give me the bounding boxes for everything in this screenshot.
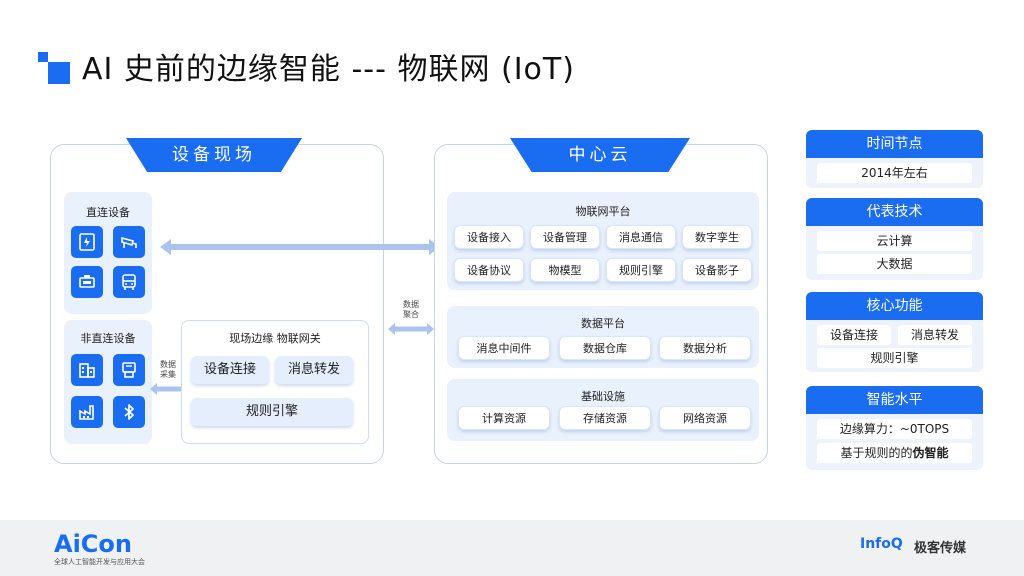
collect-note-line2: 采集: [160, 370, 176, 379]
field-tab: 设备现场: [126, 138, 302, 172]
iot-item-device-shadow[interactable]: 设备影子: [682, 258, 752, 282]
tech-card-item-bigdata: 大数据: [817, 254, 972, 274]
iot-platform-label: 物联网平台: [575, 205, 631, 218]
infra-item-network[interactable]: 网络资源: [659, 406, 751, 430]
core-card-item-rules: 规则引擎: [817, 348, 972, 368]
geek-media-logo: 极客传媒: [914, 541, 967, 556]
level-card-item-compute: 边缘算力：~0TOPS: [817, 419, 972, 439]
tech-card-item-cloud: 云计算: [817, 231, 972, 251]
gateway-rules-button[interactable]: 规则引擎: [191, 398, 353, 426]
bus-icon: [113, 266, 145, 298]
data-item-data-warehouse[interactable]: 数据仓库: [559, 336, 651, 360]
iot-item-digital-twin[interactable]: 数字孪生: [682, 225, 752, 249]
iot-item-messaging[interactable]: 消息通信: [606, 225, 676, 249]
infoq-logo: InfoQ: [860, 536, 903, 552]
iot-item-device-access[interactable]: 设备接入: [454, 225, 524, 249]
device-cloud-arrow: [160, 239, 440, 255]
data-item-data-analysis[interactable]: 数据分析: [659, 336, 751, 360]
core-card-head: 核心功能: [806, 292, 983, 320]
kiosk-icon: [113, 354, 145, 386]
infra-item-compute[interactable]: 计算资源: [458, 406, 550, 430]
charging-station-icon: [71, 226, 103, 258]
time-card-head: 时间节点: [806, 130, 983, 158]
core-card: 核心功能 设备连接 消息转发 规则引擎: [806, 292, 983, 372]
building-icon: [71, 354, 103, 386]
aggregate-note-line1: 数据: [403, 300, 419, 309]
infra-item-storage[interactable]: 存储资源: [559, 406, 651, 430]
infra-label: 基础设施: [581, 390, 625, 403]
page-title: AI 史前的边缘智能 --- 物联网 (IoT): [82, 52, 575, 87]
factory-icon: [71, 396, 103, 428]
aicon-logo: AiCon: [54, 530, 132, 558]
iot-item-device-management[interactable]: 设备管理: [530, 225, 600, 249]
aggregate-note-line2: 聚合: [403, 310, 419, 319]
footer-bar: [0, 520, 1024, 576]
cloud-tab: 中心云: [510, 138, 690, 172]
iot-item-thing-model[interactable]: 物模型: [530, 258, 600, 282]
title-logo-icon: [38, 52, 74, 88]
engine-icon: [71, 266, 103, 298]
iot-item-device-protocol[interactable]: 设备协议: [454, 258, 524, 282]
aggregate-arrow: [388, 323, 434, 335]
level-item-prefix: 基于规则的的: [840, 446, 913, 460]
level-card: 智能水平 边缘算力：~0TOPS 基于规则的的伪智能: [806, 386, 983, 470]
surveillance-camera-icon: [113, 226, 145, 258]
tech-card-head: 代表技术: [806, 198, 983, 226]
gateway-connect-button[interactable]: 设备连接: [191, 356, 269, 384]
core-card-item-connect: 设备连接: [817, 325, 891, 345]
aicon-subtitle: 全球人工智能开发与应用大会: [54, 558, 145, 566]
tech-card: 代表技术 云计算 大数据: [806, 198, 983, 280]
iot-item-rule-engine[interactable]: 规则引擎: [606, 258, 676, 282]
level-item-bold: 伪智能: [912, 446, 949, 460]
collect-note-line1: 数据: [160, 360, 176, 369]
collect-arrow: [150, 383, 190, 395]
bluetooth-icon: [113, 396, 145, 428]
indirect-devices-label: 非直连设备: [80, 332, 136, 345]
gateway-forward-button[interactable]: 消息转发: [275, 356, 353, 384]
direct-devices-label: 直连设备: [86, 206, 130, 219]
level-card-item-intelligence: 基于规则的的伪智能: [817, 443, 972, 463]
time-card-item: 2014年左右: [817, 163, 972, 183]
gateway-label: 现场边缘 物联网关: [229, 332, 321, 345]
data-platform-label: 数据平台: [581, 317, 625, 330]
time-card: 时间节点 2014年左右: [806, 130, 983, 188]
data-item-message-middleware[interactable]: 消息中间件: [458, 336, 550, 360]
level-card-head: 智能水平: [806, 386, 983, 414]
core-card-item-forward: 消息转发: [898, 325, 972, 345]
